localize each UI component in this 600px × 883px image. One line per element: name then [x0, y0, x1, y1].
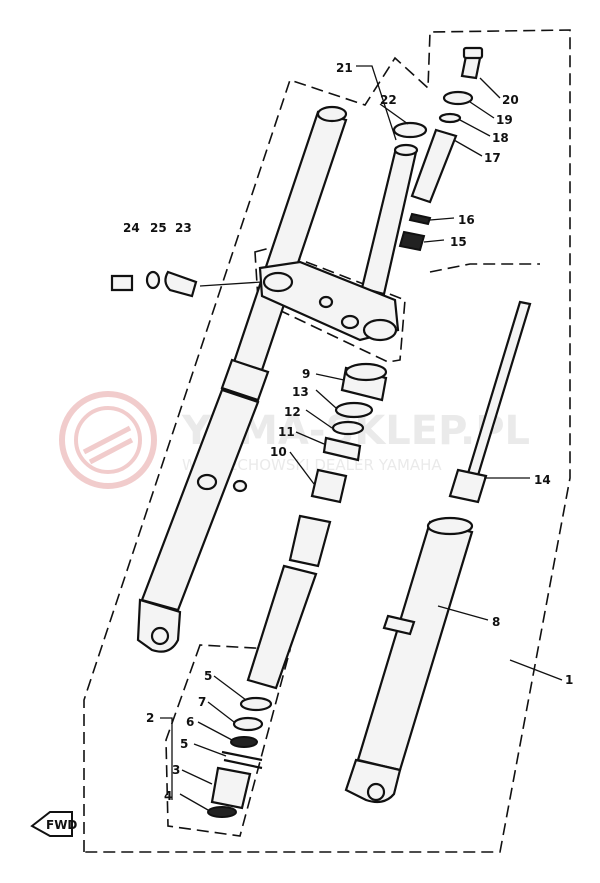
fork-assembly-boundary [83, 29, 571, 853]
part-25 [145, 270, 161, 290]
part-17 [410, 128, 458, 204]
part-5-upper [239, 696, 273, 712]
damper-cylinder [246, 514, 332, 690]
callout-25: 25 [150, 221, 167, 235]
callout-2: 2 [146, 711, 154, 725]
part-8 [356, 520, 474, 772]
part-16 [408, 212, 432, 226]
callout-14: 14 [534, 473, 551, 487]
part-11 [322, 436, 362, 462]
steering-stem [258, 143, 419, 342]
watermark-tagline: WOJCIECHOWSKI DEALER YAMAHA [182, 456, 442, 474]
callout-23: 23 [175, 221, 192, 235]
part-5-lower [221, 750, 263, 770]
part-22 [392, 121, 428, 139]
callout-16: 16 [458, 213, 475, 227]
seal-stack [310, 362, 388, 504]
inner-kit-parts [207, 696, 273, 818]
part-15 [398, 230, 426, 252]
callout-12: 12 [284, 405, 301, 419]
callout-17: 17 [484, 151, 501, 165]
callout-24: 24 [123, 221, 140, 235]
callout-15: 15 [450, 235, 467, 249]
callout-5-lower: 5 [180, 737, 188, 751]
direction-badge-label: FWD [46, 818, 77, 832]
callout-13: 13 [292, 385, 309, 399]
callout-9: 9 [302, 367, 310, 381]
callout-21: 21 [336, 61, 353, 75]
part-7 [232, 716, 264, 732]
triple-clamp-boundary [254, 247, 406, 363]
part-12 [331, 420, 365, 436]
part-4 [207, 806, 237, 818]
watermark-logo [59, 391, 157, 489]
callout-labels: 20 19 18 17 16 15 21 22 24 25 23 9 13 12… [123, 61, 573, 803]
callout-1: 1 [565, 673, 573, 687]
pinch-bolt-set [110, 270, 263, 298]
right-fork-bracket [429, 263, 540, 273]
leader-lines [160, 65, 563, 811]
part-23 [164, 270, 198, 298]
part-19 [442, 90, 474, 106]
inner-kit-boundary [165, 644, 292, 837]
part-3 [210, 766, 252, 810]
forward-direction-badge: FWD [30, 811, 77, 837]
callout-8: 8 [492, 615, 500, 629]
part-6 [230, 736, 258, 748]
callout-19: 19 [496, 113, 513, 127]
part-24 [110, 274, 134, 292]
callout-20: 20 [502, 93, 519, 107]
part-13 [334, 401, 374, 419]
part-10 [310, 468, 348, 504]
left-fork-leg [136, 105, 348, 653]
part-14 [464, 300, 532, 484]
right-fork-leg [344, 300, 532, 804]
callout-7: 7 [198, 695, 206, 709]
callout-11: 11 [278, 425, 295, 439]
callout-6: 6 [186, 715, 194, 729]
callout-18: 18 [492, 131, 509, 145]
callout-3: 3 [172, 763, 180, 777]
callout-10: 10 [270, 445, 287, 459]
part-18 [438, 112, 462, 124]
callout-4: 4 [164, 789, 172, 803]
callout-22: 22 [380, 93, 397, 107]
part-20 [460, 54, 482, 80]
top-hardware [392, 46, 484, 252]
callout-5-upper: 5 [204, 669, 212, 683]
